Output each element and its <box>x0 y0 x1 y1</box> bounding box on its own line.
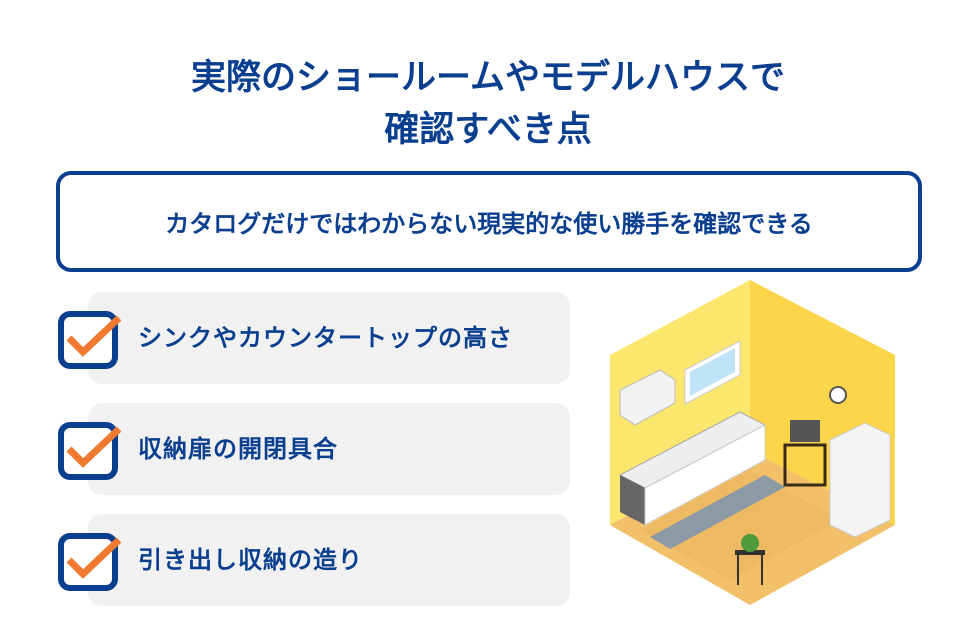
checklist-item: 引き出し収納の造り <box>88 514 570 606</box>
checkbox-checked-icon <box>58 422 121 480</box>
checklist-item: 収納扉の開閉具合 <box>88 403 570 495</box>
kitchen-illustration <box>610 280 895 605</box>
checklist-label: 収納扉の開閉具合 <box>138 435 338 463</box>
checklist-item: シンクやカウンタートップの高さ <box>88 292 570 384</box>
title-line-1: 実際のショールームやモデルハウスで <box>191 58 785 98</box>
checklist-label: シンクやカウンタートップの高さ <box>138 324 513 352</box>
checklist-label: 引き出し収納の造り <box>138 546 363 574</box>
subtitle-text: カタログだけではわからない現実的な使い勝手を確認できる <box>165 210 813 238</box>
checkbox-checked-icon <box>58 533 121 591</box>
title-line-2: 確認すべき点 <box>384 110 592 150</box>
subtitle-box: カタログだけではわからない現実的な使い勝手を確認できる <box>56 171 922 272</box>
page-title: 実際のショールームやモデルハウスで 確認すべき点 <box>0 52 976 156</box>
checkbox-checked-icon <box>58 311 121 369</box>
